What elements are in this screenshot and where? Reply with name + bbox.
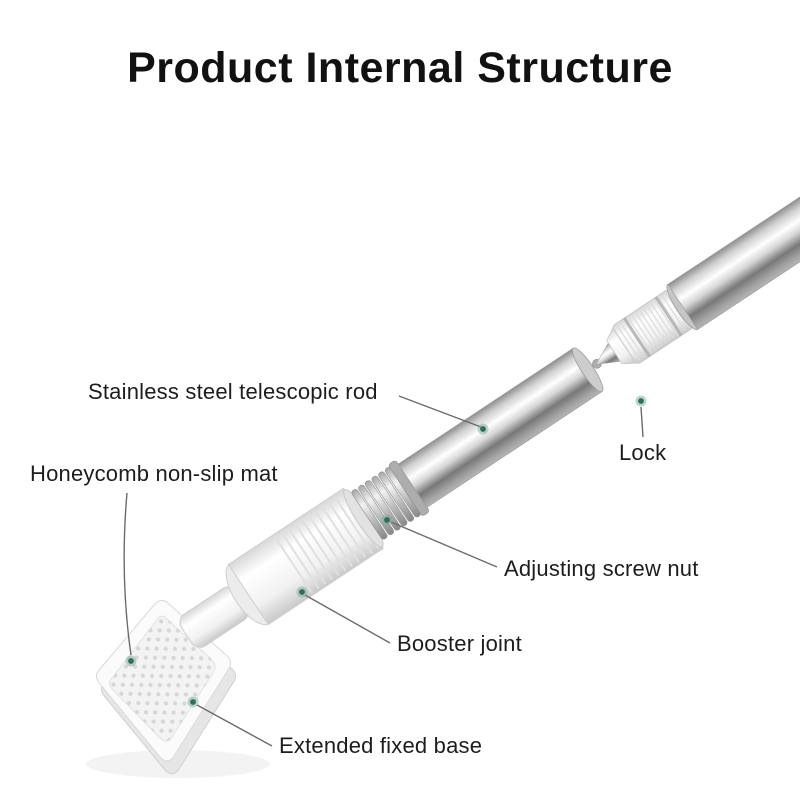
- part-adjusting-screw-nut: [351, 467, 421, 540]
- pointer-dot-lock: [635, 395, 647, 407]
- pointer-dot-honeycomb-mat: [125, 655, 137, 667]
- part-extended-fixed-base: [96, 599, 237, 775]
- callout-lock: Lock: [619, 440, 667, 465]
- leader-lines: [123, 395, 644, 747]
- page-title: Product Internal Structure: [127, 44, 673, 92]
- leader-line-lock: [640, 406, 644, 438]
- part-telescopic-rod-lower: [388, 347, 604, 516]
- part-honeycomb-mat: [109, 615, 216, 742]
- part-telescopic-rod-upper: [666, 123, 800, 331]
- lock-grooves: [622, 296, 683, 358]
- pointer-dot-extended-fixed-base: [187, 696, 199, 708]
- pointer-dot-booster-joint: [296, 586, 308, 598]
- callout-adjusting-screw-nut: Adjusting screw nut: [504, 556, 699, 581]
- leader-line-booster-joint: [304, 594, 391, 644]
- callout-telescopic-rod: Stainless steel telescopic rod: [88, 379, 378, 404]
- joint-ribs: [273, 491, 380, 594]
- lock-ribs: [616, 292, 690, 361]
- pointer-dot-telescopic-rod: [477, 423, 489, 435]
- leader-line-adjusting-screw-nut: [390, 521, 498, 568]
- pointer-dots: [125, 395, 647, 708]
- leader-line-extended-fixed-base: [196, 704, 273, 747]
- callout-booster-joint: Booster joint: [397, 631, 522, 656]
- callout-honeycomb-mat: Honeycomb non-slip mat: [30, 461, 278, 486]
- part-lock: [592, 289, 693, 369]
- callout-extended-fixed-base: Extended fixed base: [279, 733, 483, 758]
- rod-assembly: [179, 123, 800, 648]
- leader-line-honeycomb-mat: [123, 492, 132, 656]
- pointer-dot-adjusting-screw-nut: [381, 514, 393, 526]
- leader-line-telescopic-rod: [398, 395, 482, 428]
